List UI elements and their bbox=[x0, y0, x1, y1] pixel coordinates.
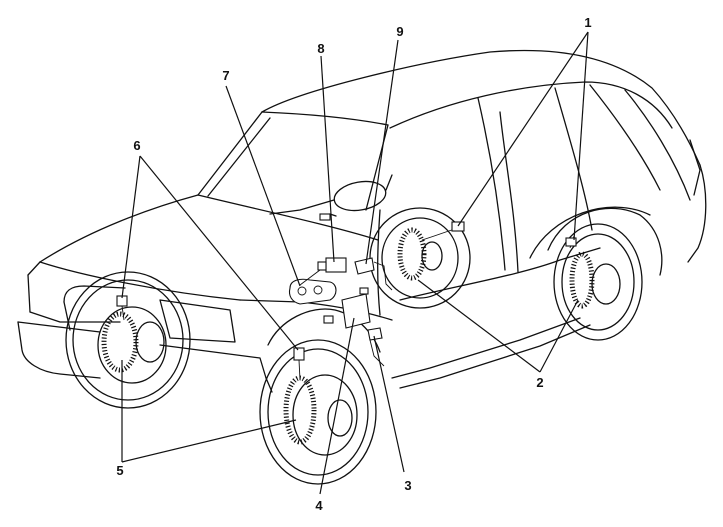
callout-1: 1 bbox=[584, 15, 591, 30]
leader-3 bbox=[373, 335, 405, 473]
callout-3: 3 bbox=[404, 478, 411, 493]
leader-9 bbox=[365, 39, 399, 265]
leader-1a bbox=[457, 31, 589, 227]
callout-6: 6 bbox=[133, 138, 140, 153]
callouts: 1 2 3 4 5 6 7 8 9 bbox=[116, 15, 591, 513]
leader-8 bbox=[320, 55, 335, 263]
leader-2a bbox=[417, 279, 541, 373]
leader-2b bbox=[539, 299, 579, 373]
vehicle-body bbox=[17, 49, 707, 393]
callout-9: 9 bbox=[396, 24, 403, 39]
leader-7 bbox=[225, 85, 301, 287]
callout-4: 4 bbox=[315, 498, 323, 513]
callout-2: 2 bbox=[536, 375, 543, 390]
front-left-wheel bbox=[65, 271, 191, 409]
callout-8: 8 bbox=[317, 41, 324, 56]
leader-5b bbox=[121, 419, 297, 463]
leader-6a bbox=[121, 155, 141, 299]
leader-4 bbox=[319, 317, 355, 495]
callout-5: 5 bbox=[116, 463, 123, 478]
abs-components bbox=[116, 221, 577, 381]
rear-right-wheel bbox=[553, 223, 643, 341]
leader-1b bbox=[573, 31, 589, 241]
leader-6b bbox=[139, 155, 299, 351]
front-right-wheel bbox=[259, 339, 377, 485]
callout-7: 7 bbox=[222, 68, 229, 83]
